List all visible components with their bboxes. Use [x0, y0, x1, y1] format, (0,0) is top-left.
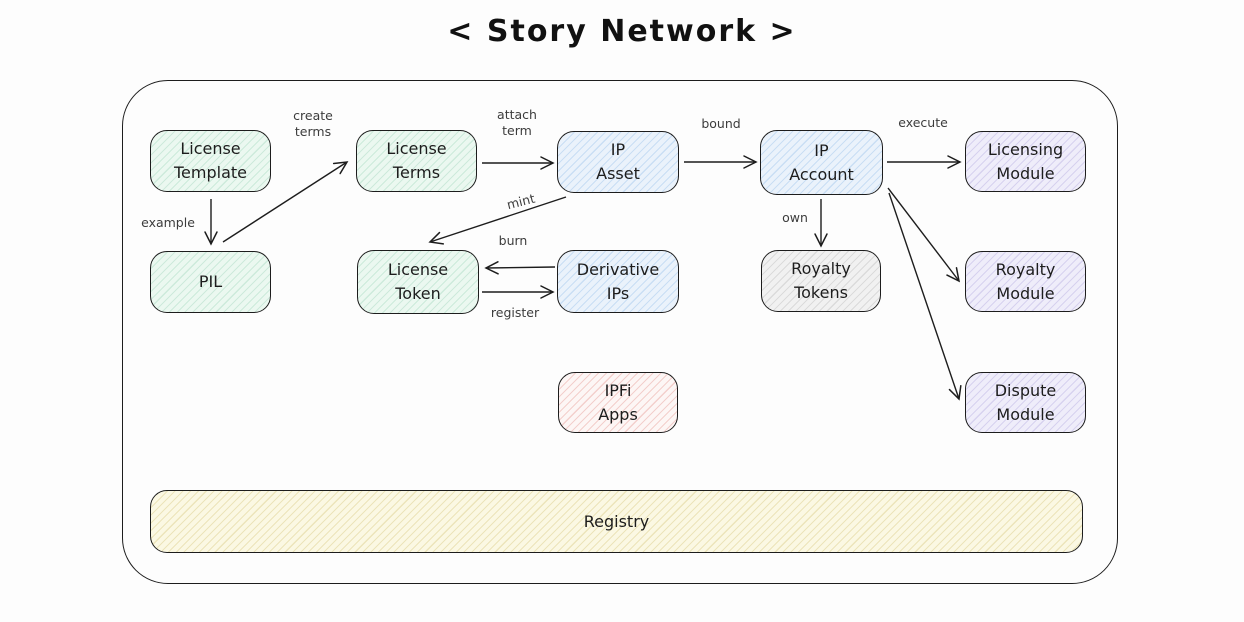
edge-label-execute: execute: [898, 114, 948, 130]
node-label-ipfi-apps: IPFi Apps: [598, 380, 638, 424]
node-ip-asset: IP Asset: [557, 131, 679, 193]
node-label-derivative-ips: Derivative IPs: [576, 259, 660, 303]
node-label-royalty-tokens: Royalty Tokens: [791, 259, 851, 302]
node-label-licensing-module: Licensing Module: [987, 139, 1064, 183]
node-royalty-module: Royalty Module: [965, 251, 1086, 312]
node-derivative-ips: Derivative IPs: [557, 250, 679, 313]
node-royalty-tokens: Royalty Tokens: [761, 250, 881, 312]
node-license-token: License Token: [357, 250, 479, 314]
edge-label-example: example: [141, 214, 195, 230]
node-label-pil: PIL: [198, 272, 223, 291]
node-label-license-terms: License Terms: [386, 139, 447, 182]
node-ipfi-apps: IPFi Apps: [558, 372, 678, 433]
diagram-title: < Story Network >: [447, 14, 797, 49]
node-licensing-module: Licensing Module: [965, 131, 1086, 192]
node-pil: PIL: [150, 251, 271, 313]
network-frame: [122, 80, 1118, 584]
node-license-terms: License Terms: [356, 130, 477, 192]
node-label-ip-account: IP Account: [789, 140, 854, 184]
node-label-royalty-module: Royalty Module: [995, 259, 1056, 303]
edge-label-burn: burn: [498, 232, 528, 248]
edge-label-register: register: [490, 304, 540, 320]
node-dispute-module: Dispute Module: [965, 372, 1086, 433]
edge-label-create-terms: create terms: [293, 107, 333, 139]
node-label-ip-asset: IP Asset: [596, 140, 640, 183]
edge-label-own: own: [782, 209, 808, 225]
node-ip-account: IP Account: [760, 130, 883, 195]
node-label-registry: Registry: [583, 511, 650, 531]
node-license-template: License Template: [150, 130, 271, 192]
node-label-dispute-module: Dispute Module: [994, 380, 1057, 424]
edge-label-bound: bound: [701, 115, 741, 131]
node-registry: Registry: [150, 490, 1083, 553]
node-label-license-template: License Template: [173, 139, 247, 182]
edge-label-attach-term: attach term: [497, 106, 537, 138]
node-label-license-token: License Token: [387, 260, 449, 303]
